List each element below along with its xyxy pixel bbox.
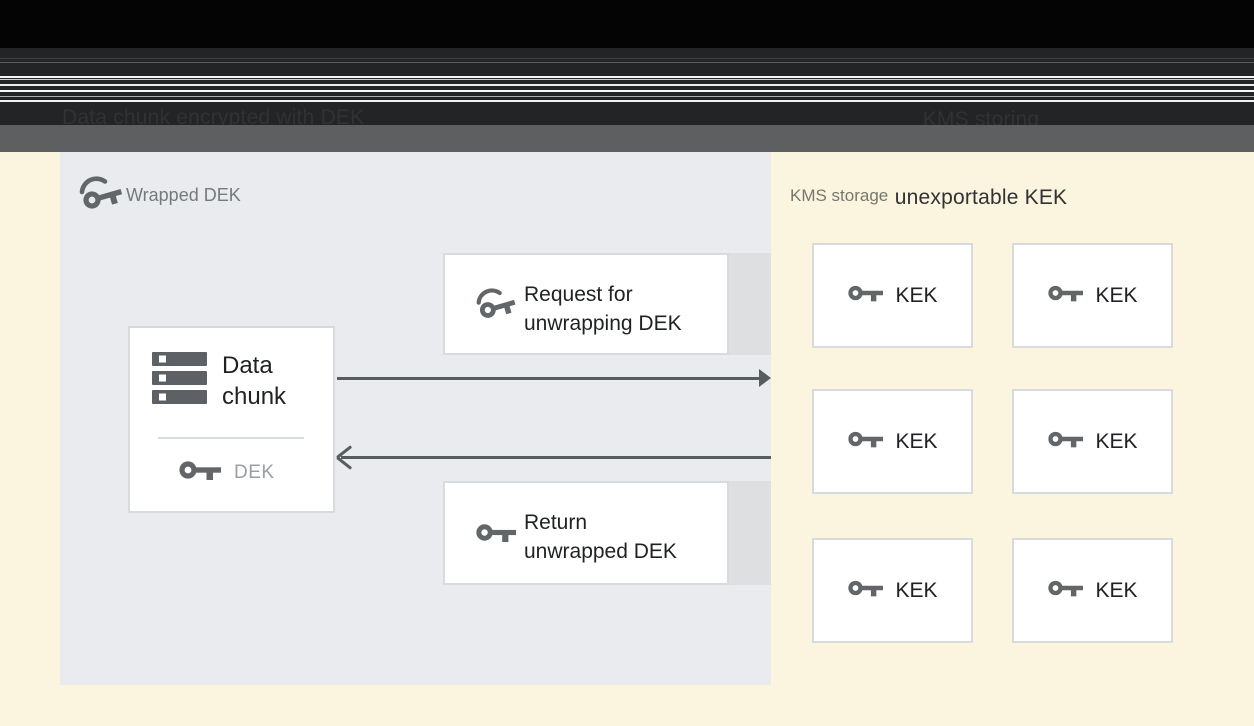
return-label-line2: unwrapped DEK [524, 540, 677, 563]
request-label-line2: unwrapping DEK [524, 312, 682, 335]
header-text-zone [0, 48, 1254, 125]
data-chunk-label-line1: Data [222, 352, 273, 379]
return-card: Return unwrapped DEK [443, 481, 729, 585]
glitch-line [0, 100, 1254, 102]
wrapped-dek-title: Wrapped DEK [126, 185, 241, 205]
request-arrow-line [337, 377, 760, 380]
key-icon [1047, 578, 1084, 603]
return-label-line1: Return [524, 511, 588, 534]
kek-label: KEK [895, 283, 938, 307]
request-card-tab [729, 253, 771, 355]
data-chunk-label-line2: chunk [222, 383, 287, 410]
kek-card: KEK [1012, 243, 1173, 348]
kek-label: KEK [1095, 429, 1138, 453]
data-chunk-card: Data chunk DEK [128, 326, 335, 513]
request-label-line1: Request for [524, 283, 633, 306]
kek-card: KEK [1012, 538, 1173, 643]
data-chunk-stack-icon [152, 352, 208, 411]
glitch-line [0, 96, 1254, 97]
return-arrow-line [341, 456, 771, 459]
kek-card: KEK [812, 538, 973, 643]
kek-card: KEK [812, 243, 973, 348]
key-icon [475, 521, 517, 549]
gray-divider-band [0, 125, 1254, 152]
wrapped-key-icon [78, 174, 126, 219]
return-card-tab [729, 481, 771, 585]
key-icon [847, 429, 884, 454]
key-icon [847, 283, 884, 308]
kms-storage-title: KMS storage [790, 186, 889, 205]
kek-card: KEK [812, 389, 973, 494]
header-band: Data chunk encrypted with DEK and stored… [0, 0, 1254, 209]
key-icon [178, 458, 222, 487]
wrapped-key-icon [475, 286, 519, 328]
glitch-line [0, 62, 1254, 63]
glitch-line [0, 84, 1254, 86]
kek-label: KEK [1095, 578, 1138, 602]
return-label: Return unwrapped DEK [524, 508, 677, 566]
kek-label: KEK [1095, 283, 1138, 307]
kek-label: KEK [895, 578, 938, 602]
data-chunk-label: Data chunk [222, 350, 286, 412]
kek-label: KEK [895, 429, 938, 453]
dek-row: DEK [178, 458, 275, 487]
right-caption-line2: unexportable KEK [894, 186, 1068, 209]
glitch-line [0, 79, 1254, 80]
request-label: Request for unwrapping DEK [524, 280, 682, 338]
request-card: Request for unwrapping DEK [443, 253, 729, 355]
glitch-line [0, 76, 1254, 78]
dek-label: DEK [234, 461, 275, 483]
key-icon [847, 578, 884, 603]
glitch-line [0, 58, 1254, 59]
glitch-line [0, 90, 1254, 92]
card-divider [158, 437, 304, 439]
left-caption-line1: Data chunk encrypted with DEK [62, 106, 365, 129]
right-caption: KMS storing unexportable KEK [816, 55, 1146, 263]
request-arrowhead-icon [759, 369, 771, 387]
key-icon [1047, 429, 1084, 454]
key-icon [1047, 283, 1084, 308]
kek-card: KEK [1012, 389, 1173, 494]
